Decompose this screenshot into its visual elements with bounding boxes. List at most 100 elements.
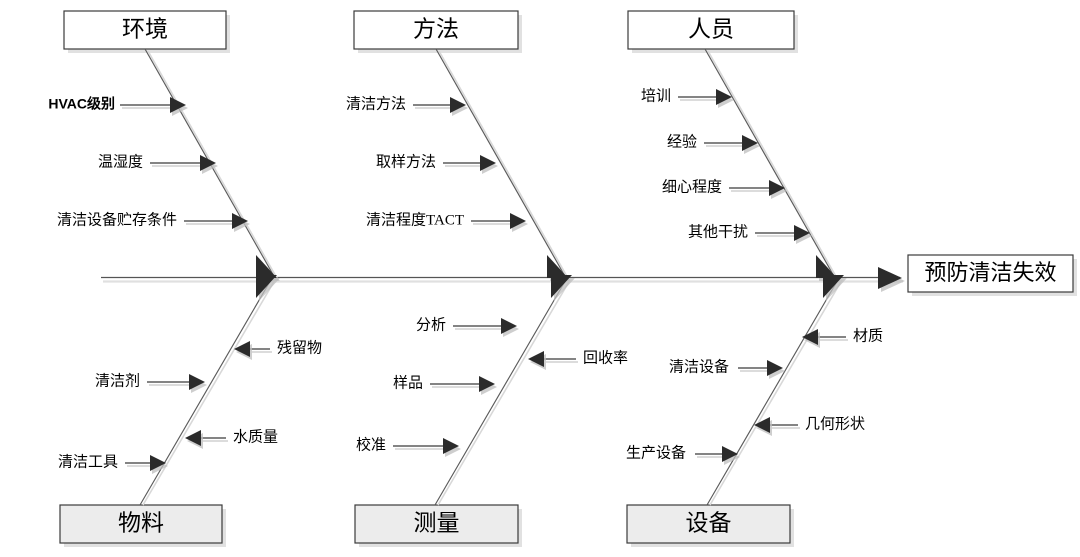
cause-arrow-head xyxy=(794,225,810,241)
cause-label-method-2: 清洁程度TACT xyxy=(366,211,464,228)
cause-measurement-3[interactable]: 校准 xyxy=(356,436,461,457)
rib-arrow-head-material xyxy=(256,275,277,298)
category-box-equipment[interactable]: 设备 xyxy=(626,504,794,547)
cause-arrow-head xyxy=(767,360,783,376)
cause-arrow-head xyxy=(480,155,496,171)
cause-arrow-head xyxy=(200,155,216,171)
category-label-equipment: 设备 xyxy=(686,510,732,535)
cause-arrow-head xyxy=(450,97,466,113)
cause-measurement-2[interactable]: 样品 xyxy=(393,374,497,395)
category-box-rect-equipment xyxy=(626,504,791,544)
cause-label-method-0: 清洁方法 xyxy=(346,95,406,112)
cause-personnel-2[interactable]: 细心程度 xyxy=(662,178,787,199)
cause-label-measurement-1: 回收率 xyxy=(583,349,628,366)
cause-material-3[interactable]: 清洁工具 xyxy=(58,453,168,474)
cause-label-equipment-3: 生产设备 xyxy=(626,444,686,461)
category-label-environment: 环境 xyxy=(122,16,168,41)
cause-label-environment-0: HVAC级别 xyxy=(48,96,115,112)
cause-label-personnel-1: 经验 xyxy=(667,133,697,150)
cause-material-2[interactable]: 水质量 xyxy=(185,428,278,449)
category-material: 物料 残留物 清洁剂 xyxy=(58,275,322,547)
category-label-material: 物料 xyxy=(118,510,164,535)
cause-label-material-1: 清洁剂 xyxy=(95,372,140,389)
rib-line-measurement xyxy=(434,277,568,506)
cause-arrow-head xyxy=(443,438,459,454)
category-box-measurement[interactable]: 测量 xyxy=(354,504,522,547)
cause-personnel-0[interactable]: 培训 xyxy=(641,87,734,108)
cause-material-1[interactable]: 清洁剂 xyxy=(95,372,207,393)
category-measurement: 测量 分析 回收率 xyxy=(354,275,628,547)
spine-arrow-head xyxy=(878,267,902,289)
cause-environment-2[interactable]: 清洁设备贮存条件 xyxy=(57,211,250,232)
cause-label-measurement-0: 分析 xyxy=(416,316,446,333)
cause-label-equipment-1: 清洁设备 xyxy=(669,358,729,375)
category-box-rect-personnel xyxy=(627,10,795,50)
cause-environment-0[interactable]: HVAC级别 xyxy=(48,96,188,116)
cause-label-environment-2: 清洁设备贮存条件 xyxy=(57,211,177,228)
rib-shadow-material xyxy=(142,279,276,506)
cause-personnel-3[interactable]: 其他干扰 xyxy=(688,223,812,244)
category-personnel: 人员 培训 经验 xyxy=(627,10,840,281)
cause-arrow-head xyxy=(742,135,758,151)
rib-shadow-personnel xyxy=(707,50,839,281)
cause-label-personnel-2: 细心程度 xyxy=(662,178,722,195)
cause-personnel-1[interactable]: 经验 xyxy=(667,133,760,154)
category-box-personnel[interactable]: 人员 xyxy=(627,10,798,53)
cause-arrow-head xyxy=(185,430,201,446)
cause-equipment-1[interactable]: 清洁设备 xyxy=(669,358,785,379)
effect-box[interactable]: 预防清洁失效 xyxy=(907,254,1077,296)
category-label-method: 方法 xyxy=(413,16,459,41)
category-box-environment[interactable]: 环境 xyxy=(63,10,230,53)
cause-arrow-head xyxy=(722,446,738,462)
cause-arrow-head xyxy=(234,341,250,357)
category-box-rect-material xyxy=(59,504,223,544)
cause-arrow-head xyxy=(232,213,248,229)
cause-label-measurement-3: 校准 xyxy=(356,436,386,453)
cause-arrow-head xyxy=(189,374,205,390)
category-box-method[interactable]: 方法 xyxy=(353,10,522,53)
cause-arrow-head xyxy=(479,376,495,392)
cause-measurement-1[interactable]: 回收率 xyxy=(528,349,628,370)
rib-shadow-equipment xyxy=(709,279,843,506)
category-equipment: 设备 材质 清洁设备 xyxy=(626,275,883,547)
rib-arrow-head-environment xyxy=(256,255,277,278)
cause-arrow-head xyxy=(528,351,544,367)
rib-line-equipment xyxy=(706,277,840,506)
cause-label-personnel-0: 培训 xyxy=(641,87,671,104)
category-box-rect-environment xyxy=(63,10,227,50)
cause-arrow-head xyxy=(716,89,732,105)
cause-method-0[interactable]: 清洁方法 xyxy=(346,95,468,116)
cause-equipment-2[interactable]: 几何形状 xyxy=(754,415,865,436)
cause-equipment-0[interactable]: 材质 xyxy=(802,327,883,348)
cause-material-0[interactable]: 残留物 xyxy=(234,339,322,360)
rib-shadow-method xyxy=(438,50,570,281)
cause-arrow-head xyxy=(150,455,166,471)
rib-arrow-head-equipment xyxy=(823,275,844,298)
rib-line-method xyxy=(435,48,567,279)
cause-arrow-head xyxy=(754,417,770,433)
cause-label-measurement-2: 样品 xyxy=(393,374,423,391)
rib-arrow-head-measurement xyxy=(551,275,572,298)
cause-measurement-0[interactable]: 分析 xyxy=(416,316,519,337)
rib-shadow-measurement xyxy=(437,279,571,506)
rib-line-material xyxy=(139,277,273,506)
cause-label-material-3: 清洁工具 xyxy=(58,453,118,470)
rib-arrow-head-method xyxy=(547,255,568,278)
effect-label: 预防清洁失效 xyxy=(924,260,1056,285)
category-box-rect-method xyxy=(353,10,519,50)
cause-arrow-head xyxy=(769,180,785,196)
effect-box-rect xyxy=(907,254,1074,293)
cause-environment-1[interactable]: 温湿度 xyxy=(98,153,218,174)
category-box-rect-measurement xyxy=(354,504,519,544)
category-environment: 环境 HVAC级别 温湿度 xyxy=(48,10,280,281)
cause-method-2[interactable]: 清洁程度TACT xyxy=(366,211,528,232)
cause-arrow-head xyxy=(510,213,526,229)
cause-arrow-head xyxy=(170,97,186,113)
cause-method-1[interactable]: 取样方法 xyxy=(376,153,498,174)
cause-label-material-0: 残留物 xyxy=(277,339,322,356)
cause-label-environment-1: 温湿度 xyxy=(98,153,143,170)
cause-equipment-3[interactable]: 生产设备 xyxy=(626,444,740,465)
category-box-material[interactable]: 物料 xyxy=(59,504,226,547)
